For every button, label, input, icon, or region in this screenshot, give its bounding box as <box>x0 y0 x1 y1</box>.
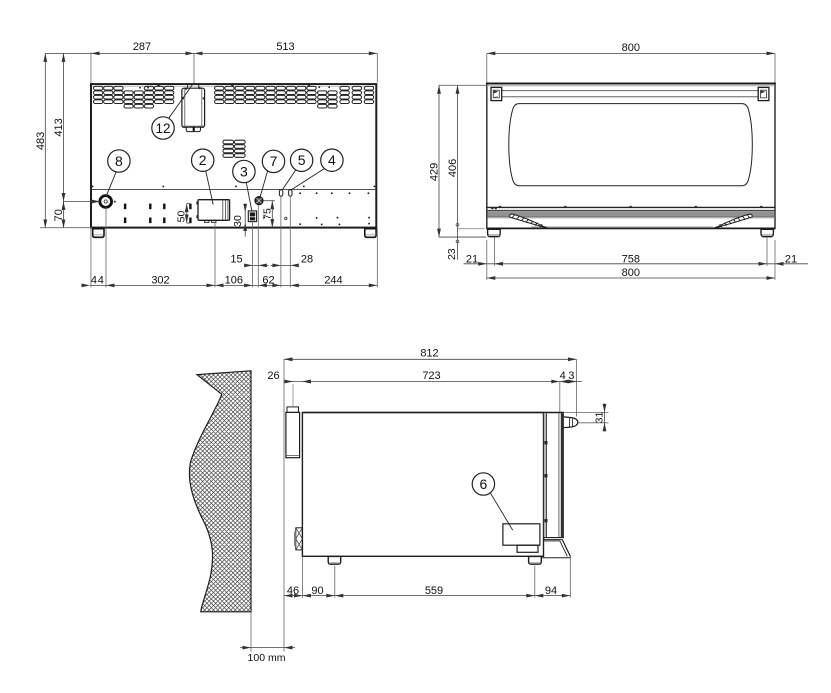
svg-text:8: 8 <box>115 153 123 169</box>
svg-text:559: 559 <box>425 585 443 597</box>
svg-text:406: 406 <box>447 159 459 177</box>
svg-text:800: 800 <box>622 42 640 54</box>
svg-text:12: 12 <box>155 121 170 136</box>
svg-text:106: 106 <box>225 274 243 286</box>
svg-text:28: 28 <box>301 254 313 266</box>
svg-text:44: 44 <box>91 274 105 286</box>
svg-text:46: 46 <box>287 585 299 597</box>
svg-text:429: 429 <box>429 163 441 181</box>
svg-text:287: 287 <box>133 41 151 53</box>
svg-text:26: 26 <box>267 370 279 382</box>
svg-text:723: 723 <box>422 370 440 382</box>
svg-text:100 mm: 100 mm <box>248 652 286 664</box>
svg-text:31: 31 <box>593 412 605 424</box>
svg-text:413: 413 <box>53 118 65 136</box>
svg-text:94: 94 <box>545 585 557 597</box>
svg-text:513: 513 <box>276 41 294 53</box>
svg-text:244: 244 <box>324 274 342 286</box>
svg-text:5: 5 <box>298 152 306 168</box>
svg-text:6: 6 <box>480 476 488 492</box>
svg-text:7: 7 <box>270 153 278 169</box>
svg-text:62: 62 <box>262 274 274 286</box>
svg-text:90: 90 <box>311 585 323 597</box>
svg-text:50: 50 <box>175 211 187 223</box>
svg-text:812: 812 <box>420 347 438 359</box>
svg-text:4: 4 <box>328 152 336 168</box>
svg-text:43: 43 <box>560 370 577 382</box>
svg-text:15: 15 <box>230 254 242 266</box>
svg-text:800: 800 <box>622 267 640 279</box>
svg-text:21: 21 <box>466 253 478 265</box>
svg-text:758: 758 <box>622 253 640 265</box>
svg-text:70: 70 <box>53 209 65 221</box>
svg-text:75: 75 <box>262 208 274 220</box>
svg-text:23: 23 <box>446 248 458 260</box>
svg-text:483: 483 <box>35 132 47 150</box>
svg-text:2: 2 <box>199 152 207 168</box>
svg-text:302: 302 <box>151 274 169 286</box>
svg-text:3: 3 <box>240 163 248 179</box>
svg-text:21: 21 <box>785 253 797 265</box>
svg-text:30: 30 <box>232 215 244 227</box>
